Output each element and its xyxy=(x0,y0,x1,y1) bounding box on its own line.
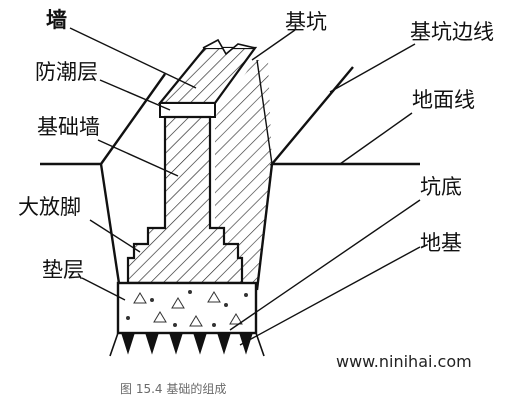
label-damp-proof: 防潮层 xyxy=(35,60,98,84)
label-wall: 墙 xyxy=(46,8,67,32)
figure-caption: 图 15.4 基础的组成 xyxy=(120,382,227,396)
label-subgrade: 地基 xyxy=(420,231,462,255)
leader-pit-bottom xyxy=(229,199,421,331)
leader-cushion xyxy=(81,277,126,301)
leader-big-footing xyxy=(89,219,141,253)
label-foundation-wall: 基础墙 xyxy=(37,115,100,139)
label-pit-edge: 基坑边线 xyxy=(410,20,494,44)
leader-ground-line xyxy=(339,112,413,165)
pit-backfill-right xyxy=(215,60,272,283)
subgrade-edge-right xyxy=(255,332,265,357)
leader-pit-edge xyxy=(329,43,416,93)
leader-damp-proof xyxy=(99,79,171,111)
ground-line-right xyxy=(269,66,420,166)
leader-foundation-wall xyxy=(97,139,179,177)
label-cushion: 垫层 xyxy=(42,258,84,282)
leader-lines xyxy=(69,27,421,346)
label-pit-bottom: 坑底 xyxy=(420,175,462,199)
watermark-url: www.ninihai.com xyxy=(336,352,472,371)
label-ground-line: 地面线 xyxy=(412,88,475,112)
cushion-aggregate xyxy=(126,290,248,327)
pit-edge-left xyxy=(99,163,122,291)
pit-edge-right xyxy=(255,163,274,291)
label-pit: 基坑 xyxy=(285,10,327,34)
label-big-footing: 大放脚 xyxy=(18,195,81,219)
leader-pit xyxy=(251,29,296,61)
pit-wall-line xyxy=(256,59,273,165)
leader-subgrade xyxy=(239,246,421,346)
leader-wall xyxy=(69,27,197,89)
wall-break-mark xyxy=(202,38,256,56)
subgrade-spikes xyxy=(120,332,254,355)
subgrade-edge-left xyxy=(109,332,119,357)
cushion-layer xyxy=(116,281,258,335)
